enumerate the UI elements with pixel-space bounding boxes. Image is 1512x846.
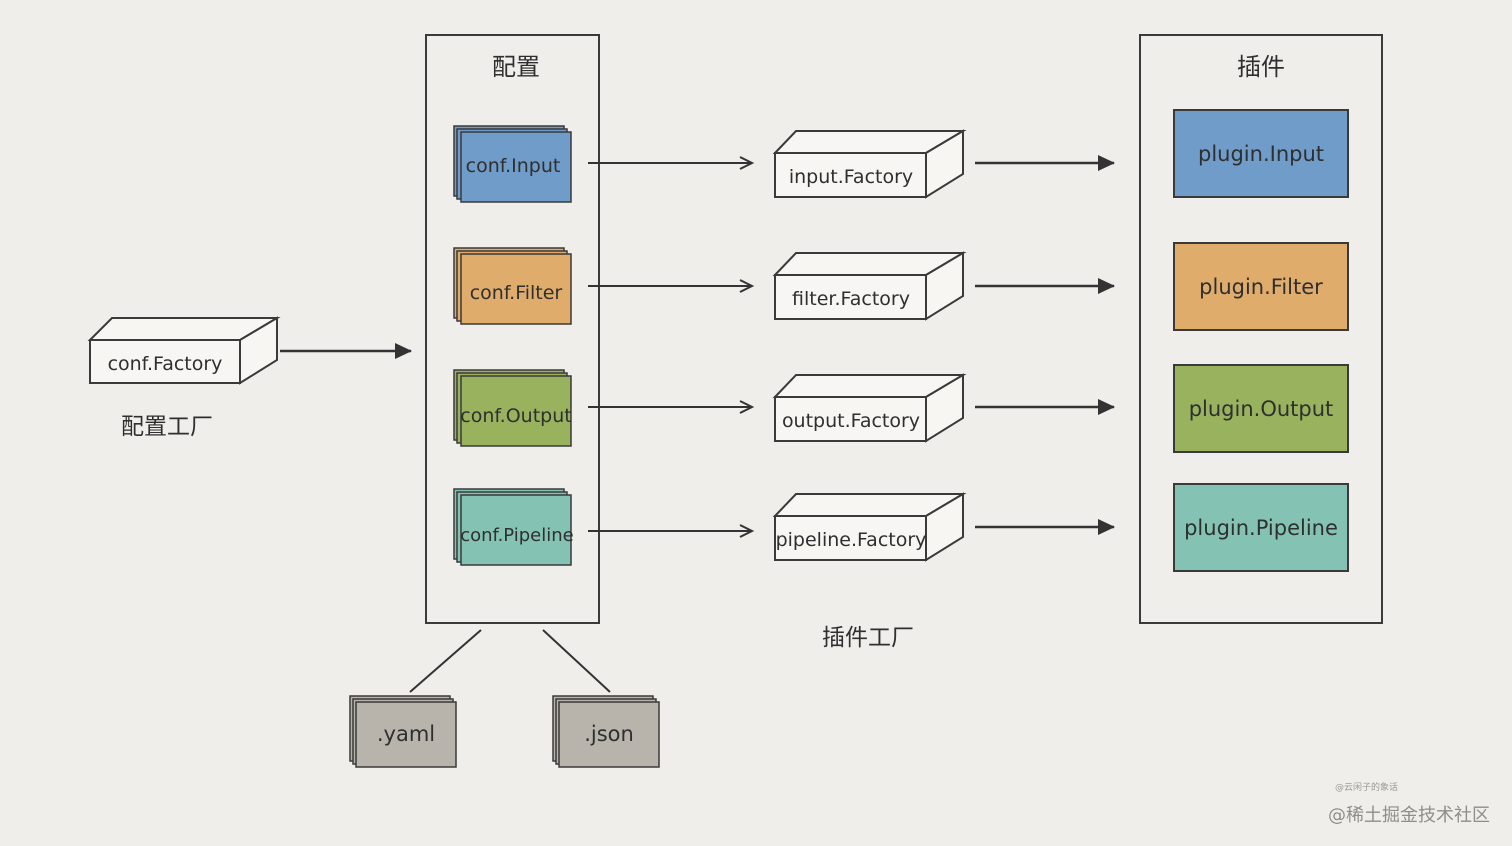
watermark-small: @云闲子的象话 (1335, 783, 1399, 793)
filter-factory-box: filter.Factory (772, 251, 967, 321)
plugin-filter-box: plugin.Filter (1173, 242, 1349, 331)
plugin-output-label: plugin.Output (1189, 397, 1334, 421)
plugin-factory-caption: 插件工厂 (822, 625, 914, 651)
conf-pipeline-stack: conf.Pipeline (453, 488, 574, 566)
plugin-output-box: plugin.Output (1173, 364, 1349, 453)
conf-input-stack: conf.Input (453, 125, 572, 203)
conf-factory-label: conf.Factory (108, 353, 223, 375)
watermark-main: @稀土掘金技术社区 (1328, 805, 1490, 826)
output-factory-label: output.Factory (782, 410, 920, 432)
conf-pipeline-label: conf.Pipeline (460, 525, 574, 546)
plugin-input-box: plugin.Input (1173, 109, 1349, 198)
json-label: .json (584, 722, 634, 746)
conf-factory-caption: 配置工厂 (121, 414, 213, 440)
yaml-file-stack: .yaml (349, 695, 457, 768)
plugin-panel-title: 插件 (1237, 53, 1285, 81)
plugin-filter-label: plugin.Filter (1199, 275, 1323, 299)
conf-output-stack: conf.Output (453, 369, 572, 447)
input-factory-box: input.Factory (772, 129, 967, 199)
conf-filter-stack: conf.Filter (453, 247, 572, 325)
plugin-input-label: plugin.Input (1198, 142, 1324, 166)
output-factory-box: output.Factory (772, 373, 967, 443)
yaml-label: .yaml (377, 722, 435, 746)
json-file-stack: .json (552, 695, 660, 768)
conf-input-label: conf.Input (466, 155, 561, 177)
connector-config-to-json (542, 629, 611, 693)
config-panel: 配置 (425, 34, 600, 624)
connector-config-to-yaml (409, 629, 482, 693)
pipeline-factory-box: pipeline.Factory (772, 492, 967, 562)
conf-output-label: conf.Output (460, 405, 571, 427)
conf-factory-box: conf.Factory (87, 316, 281, 385)
conf-filter-label: conf.Filter (470, 282, 563, 304)
plugin-pipeline-box: plugin.Pipeline (1173, 483, 1349, 572)
pipeline-factory-label: pipeline.Factory (776, 529, 927, 551)
config-panel-title: 配置 (492, 53, 540, 81)
filter-factory-label: filter.Factory (792, 288, 910, 310)
input-factory-label: input.Factory (789, 166, 913, 188)
plugin-pipeline-label: plugin.Pipeline (1184, 516, 1338, 540)
plugin-panel: 插件 (1139, 34, 1383, 624)
